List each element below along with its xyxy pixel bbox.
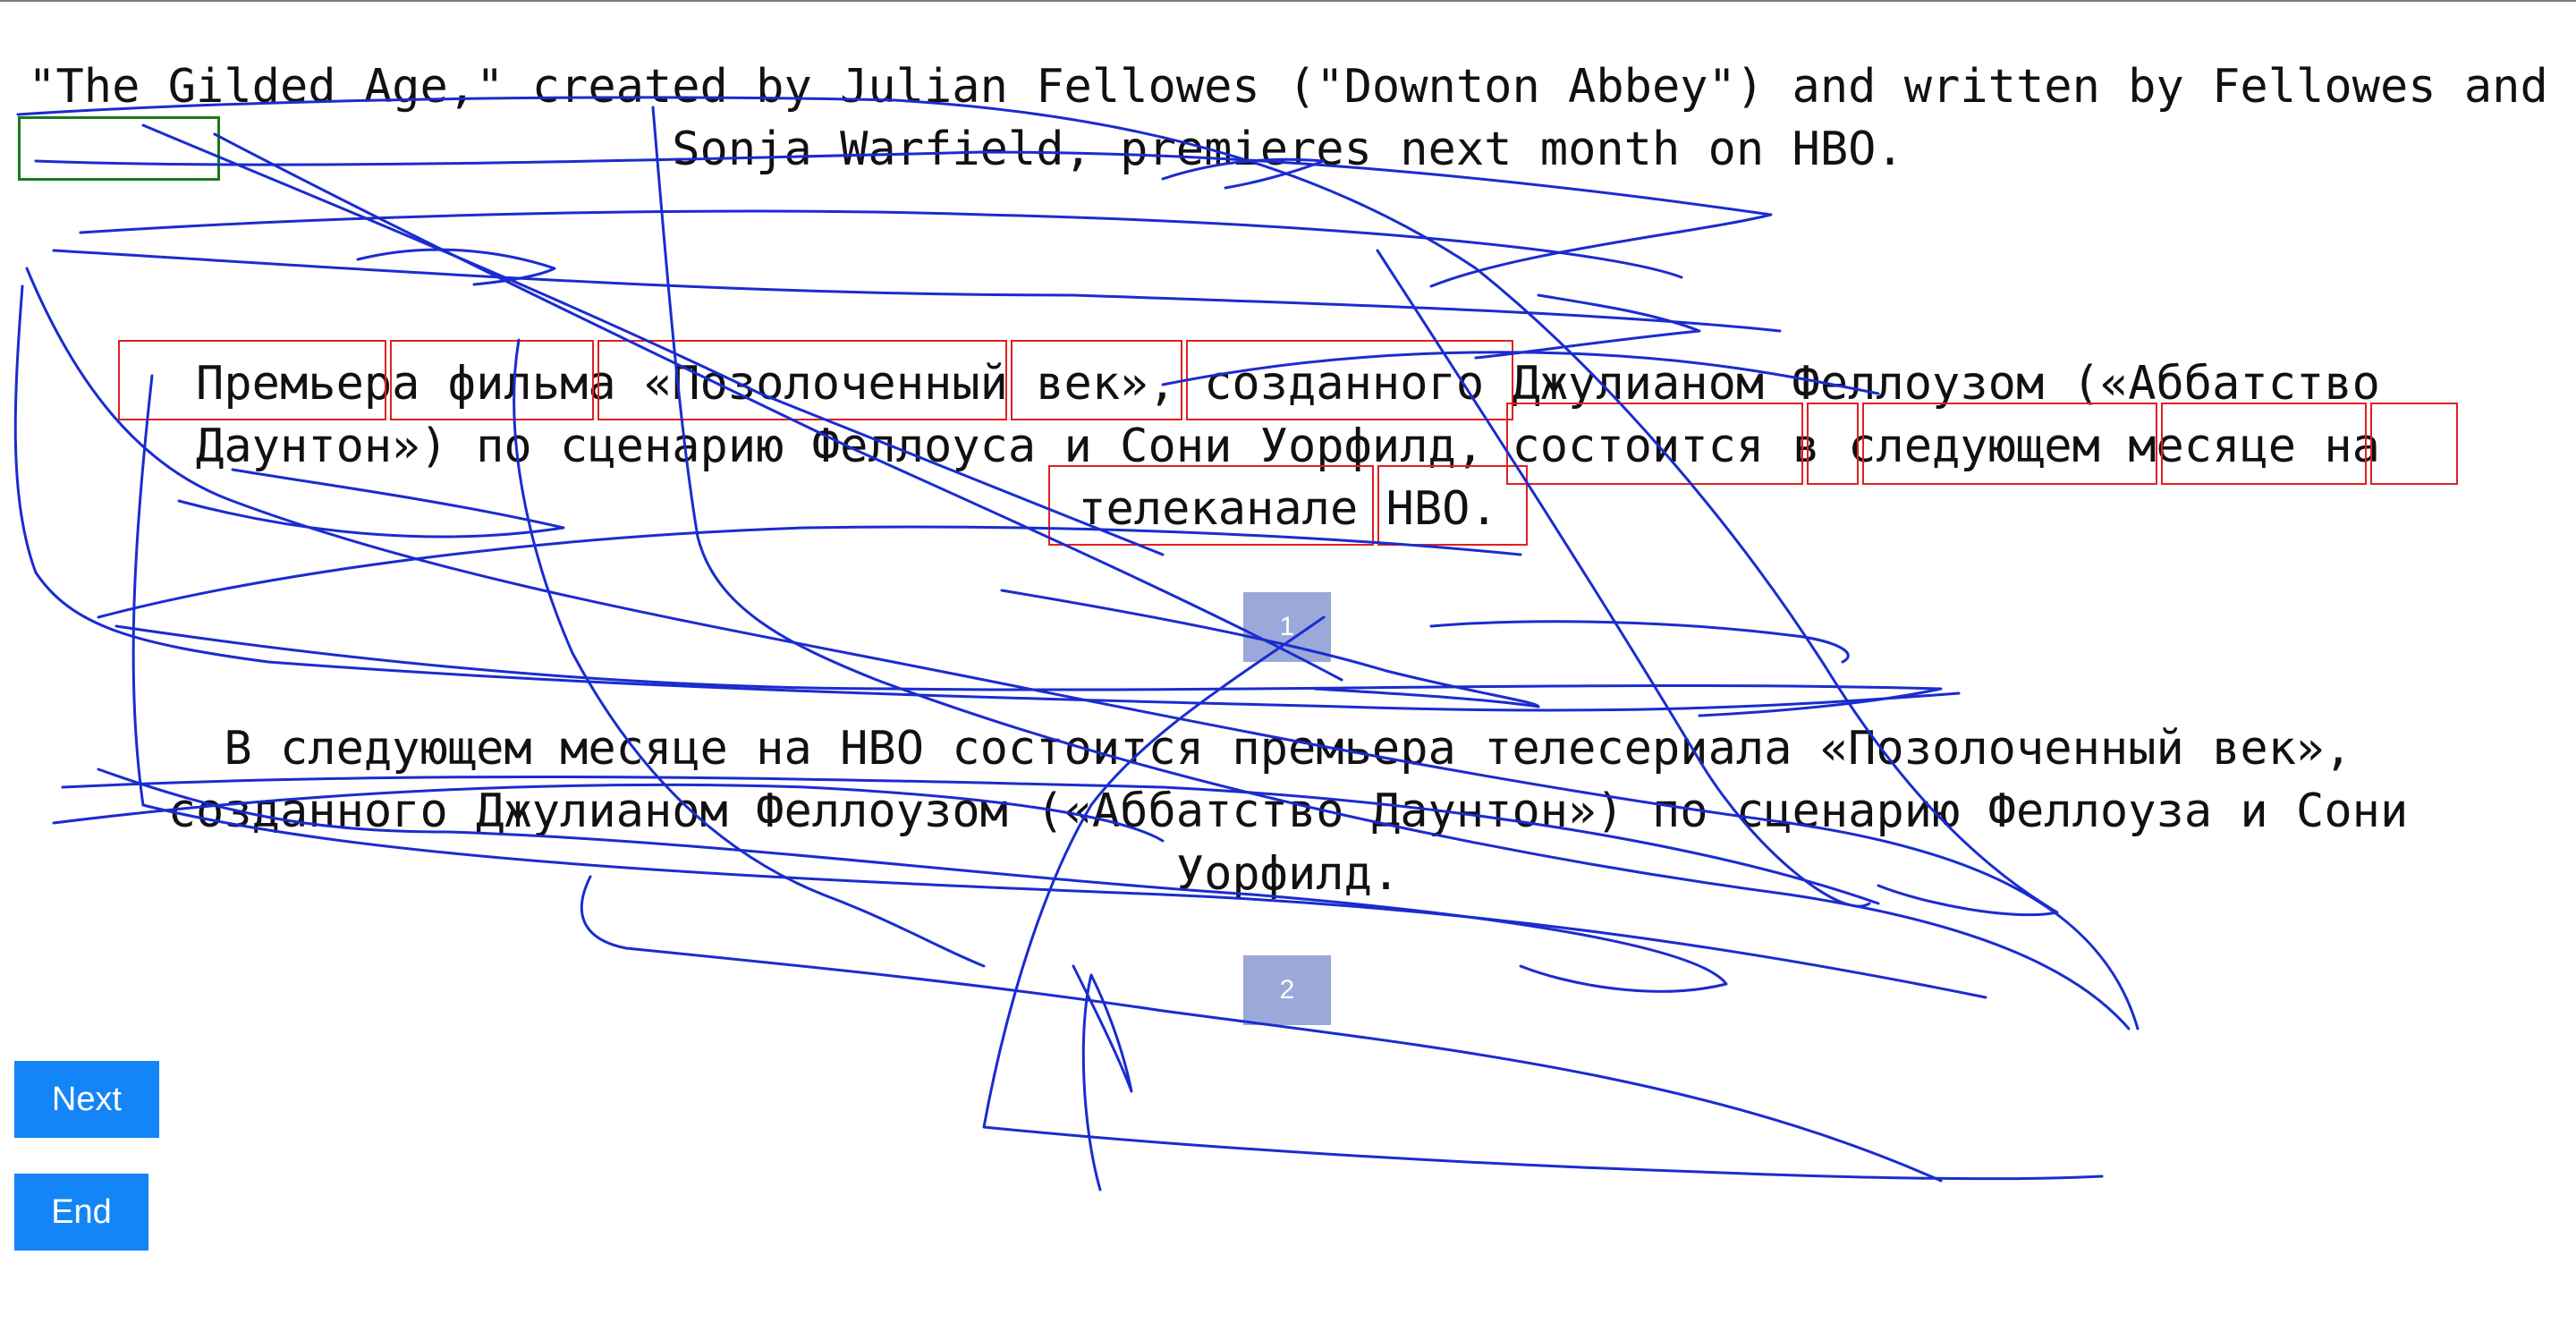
top-divider bbox=[0, 0, 2576, 2]
scribble-stroke bbox=[79, 209, 1683, 279]
scribble-stroke bbox=[1474, 293, 1701, 360]
marker-badge-1: 1 bbox=[1243, 592, 1331, 662]
source-text: "The Gilded Age," created by Julian Fell… bbox=[28, 60, 2548, 176]
scribble-stroke bbox=[114, 624, 1943, 717]
paraphrase-text: В следующем месяце на HBO состоится прем… bbox=[167, 722, 2409, 901]
scribble-stroke bbox=[1072, 964, 1133, 1192]
scribble-stroke bbox=[1429, 620, 1850, 664]
scribble-stroke bbox=[52, 249, 1782, 333]
scribble-stroke bbox=[580, 875, 1943, 1183]
marker-badge-2: 2 bbox=[1243, 955, 1331, 1025]
translation-text: Премьера фильма «Позолоченный век», созд… bbox=[196, 357, 2380, 536]
next-button[interactable]: Next bbox=[14, 1061, 159, 1138]
scribble-stroke bbox=[356, 248, 556, 286]
end-button[interactable]: End bbox=[14, 1174, 148, 1251]
